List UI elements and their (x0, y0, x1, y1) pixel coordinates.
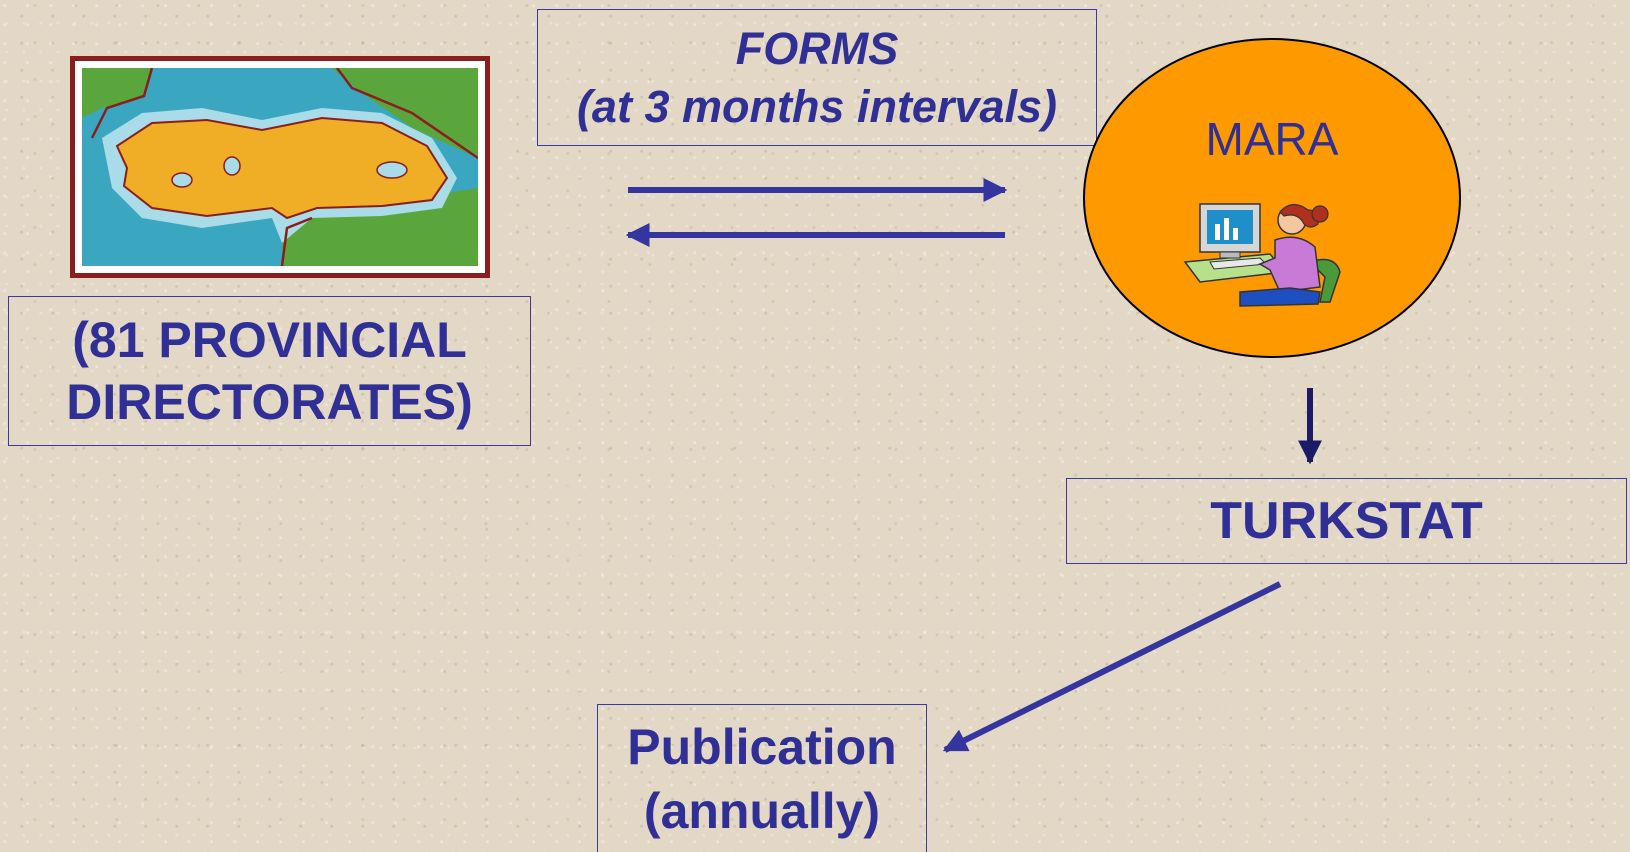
mara-label: MARA (1205, 113, 1339, 165)
turkey-map-icon (70, 56, 490, 278)
mara-circle (1083, 38, 1461, 358)
provincial-directorates-line1: (81 PROVINCIAL (72, 312, 467, 368)
turkstat-label: TURKSTAT (1210, 492, 1483, 550)
arrow-turkstat-to-publication (942, 581, 1282, 753)
provincial-directorates-line2: DIRECTORATES) (66, 374, 473, 430)
publication-box: Publication (annually) (597, 704, 927, 852)
forms-title: FORMS (735, 22, 899, 74)
publication-title: Publication (627, 718, 897, 775)
turkstat-box: TURKSTAT (1066, 478, 1627, 564)
forms-label-box: FORMS (at 3 months intervals) (537, 9, 1097, 146)
forms-interval: (at 3 months intervals) (576, 80, 1058, 132)
provincial-directorates-box: (81 PROVINCIAL DIRECTORATES) (8, 296, 531, 446)
computer-worker-icon (1183, 203, 1341, 307)
publication-frequency: (annually) (643, 782, 881, 839)
